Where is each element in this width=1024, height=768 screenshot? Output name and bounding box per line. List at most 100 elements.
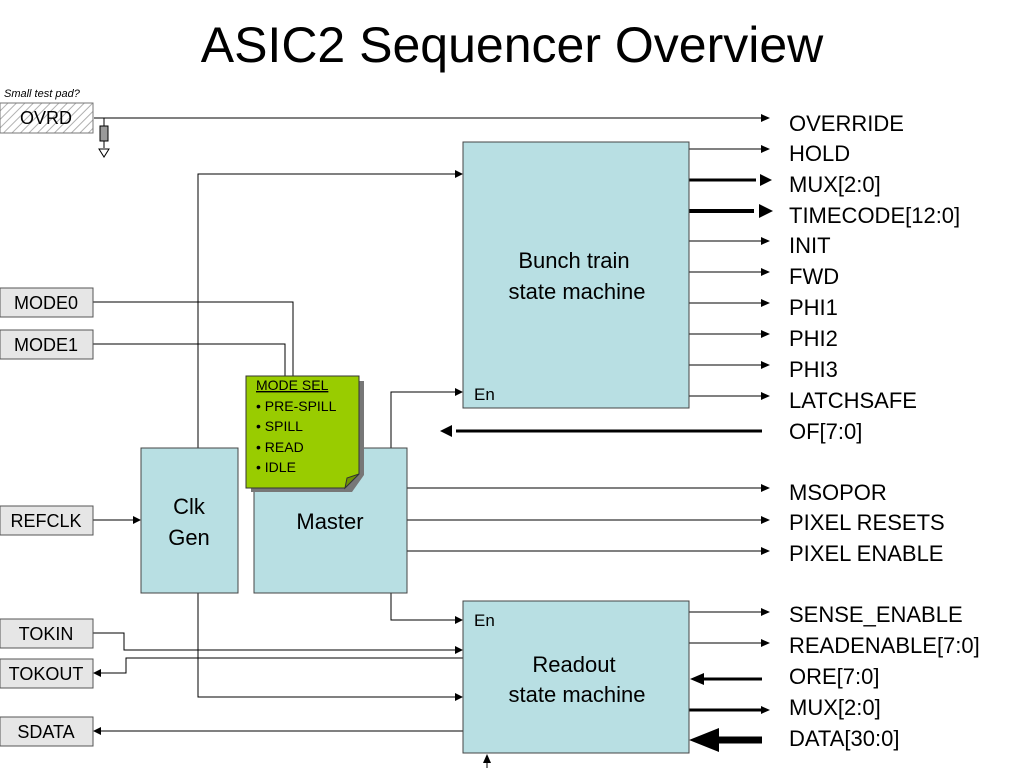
readout-label-line2: state machine <box>509 682 646 707</box>
pulldown-resistor <box>99 125 109 142</box>
sdata-arrowhead <box>93 727 101 735</box>
signal-of: OF[7:0] <box>789 419 862 444</box>
mux-ro-arrowhead <box>761 706 770 714</box>
readout-en-arrowhead <box>455 616 463 624</box>
sense-enable-arrowhead <box>761 608 770 616</box>
pad-refclk: REFCLK <box>0 505 94 536</box>
bunch-train-label-line2: state machine <box>509 279 646 304</box>
wires <box>93 117 762 768</box>
tokout-arrowhead <box>93 669 101 677</box>
readout-clk-arrowhead <box>455 693 463 701</box>
readenable-arrowhead <box>761 639 770 647</box>
signal-sense-enable: SENSE_ENABLE <box>789 602 963 627</box>
master-to-readout-en-wire <box>390 593 456 621</box>
pad-ovrd-box <box>0 102 94 134</box>
pad-refclk-box <box>0 505 94 536</box>
bunch-train-en-label: En <box>474 385 495 404</box>
readout-en-label: En <box>474 611 495 630</box>
signal-override: OVERRIDE <box>789 111 904 136</box>
mode0-wire <box>93 301 294 378</box>
arrowheads <box>93 114 773 763</box>
signal-pixel-resets: PIXEL RESETS <box>789 510 945 535</box>
mode1-wire <box>93 343 286 378</box>
tokin-arrowhead <box>455 646 463 654</box>
signal-labels: OVERRIDE HOLD MUX[2:0] TIMECODE[12:0] IN… <box>789 111 980 751</box>
signal-init: INIT <box>789 233 831 258</box>
clkgen-label-line2: Gen <box>168 525 210 550</box>
pad-sdata-label: SDATA <box>17 722 74 742</box>
mode-sel-note: MODE SEL • PRE-SPILL • SPILL • READ • ID… <box>245 375 364 492</box>
page-title: ASIC2 Sequencer Overview <box>201 17 824 73</box>
pad-refclk-label: REFCLK <box>10 511 81 531</box>
hold-arrowhead <box>761 145 770 153</box>
pad-tokin-label: TOKIN <box>19 624 74 644</box>
signal-fwd: FWD <box>789 264 839 289</box>
clk-to-readout-wire <box>197 593 456 698</box>
signal-phi3: PHI3 <box>789 357 838 382</box>
msopor-arrowhead <box>761 484 770 492</box>
readout-box <box>462 600 690 754</box>
signal-mux-bunch: MUX[2:0] <box>789 172 881 197</box>
signal-mux-readout: MUX[2:0] <box>789 695 881 720</box>
pad-mode0-box <box>0 287 94 318</box>
mode-sel-item: • SPILL <box>256 418 303 434</box>
pulldown-triangle <box>98 148 110 158</box>
mode-sel-fold <box>344 473 360 490</box>
phi2-arrowhead <box>761 330 770 338</box>
fwd-arrowhead <box>761 268 770 276</box>
data-arrowhead <box>689 728 719 752</box>
clk-to-bunch-wire <box>197 173 456 448</box>
timecode-arrowhead <box>759 204 773 218</box>
mode-sel-item: • READ <box>256 439 304 455</box>
pad-tokout-label: TOKOUT <box>9 664 84 684</box>
pad-ovrd-label: OVRD <box>20 108 72 128</box>
pad-ovrd: OVRD <box>0 102 94 134</box>
mode-sel-item: • PRE-SPILL <box>256 398 337 414</box>
bunch-en-arrowhead <box>455 388 463 396</box>
clkgen-label-line1: Clk <box>173 494 206 519</box>
readout-block: Readout state machine En <box>462 600 690 754</box>
pad-tokout-box <box>0 658 94 689</box>
phi1-arrowhead <box>761 299 770 307</box>
pad-sdata: SDATA <box>0 716 94 747</box>
bunch-train-box <box>462 141 690 409</box>
signal-latchsafe: LATCHSAFE <box>789 388 917 413</box>
signal-timecode: TIMECODE[12:0] <box>789 203 960 228</box>
bottom-input-arrowhead <box>483 754 491 763</box>
master-label: Master <box>296 509 363 534</box>
mode-sel-item: • IDLE <box>256 459 296 475</box>
refclk-arrowhead <box>133 516 141 524</box>
of-arrowhead <box>440 425 452 437</box>
readout-label-line1: Readout <box>532 652 615 677</box>
tokout-wire <box>100 657 463 674</box>
pad-mode1: MODE1 <box>0 329 94 360</box>
mode-sel-heading: MODE SEL <box>256 377 329 393</box>
override-arrowhead <box>761 114 770 122</box>
phi3-arrowhead <box>761 361 770 369</box>
signal-phi1: PHI1 <box>789 295 838 320</box>
bus-wires <box>456 178 762 744</box>
init-arrowhead <box>761 237 770 245</box>
master-to-bunch-en-wire <box>390 391 456 448</box>
pad-tokin-box <box>0 618 94 649</box>
pixel-resets-arrowhead <box>761 516 770 524</box>
latchsafe-arrowhead <box>761 392 770 400</box>
mux-bt-arrowhead <box>760 174 772 186</box>
signal-phi2: PHI2 <box>789 326 838 351</box>
clkgen-box <box>140 447 239 594</box>
pad-mode0-label: MODE0 <box>14 293 78 313</box>
pad-mode1-label: MODE1 <box>14 335 78 355</box>
signal-hold: HOLD <box>789 141 850 166</box>
pad-sdata-box <box>0 716 94 747</box>
pixel-enable-arrowhead <box>761 547 770 555</box>
bunch-train-block: Bunch train state machine En <box>462 141 690 409</box>
pad-tokin: TOKIN <box>0 618 94 649</box>
signal-msopor: MSOPOR <box>789 480 887 505</box>
clkgen-block: Clk Gen <box>140 447 239 594</box>
signal-ore: ORE[7:0] <box>789 664 879 689</box>
test-pad-note: Small test pad? <box>4 88 81 100</box>
signal-readenable: READENABLE[7:0] <box>789 633 980 658</box>
bunch-clk-arrowhead <box>455 170 463 178</box>
pad-tokout: TOKOUT <box>0 658 94 689</box>
tokin-wire <box>93 632 456 651</box>
